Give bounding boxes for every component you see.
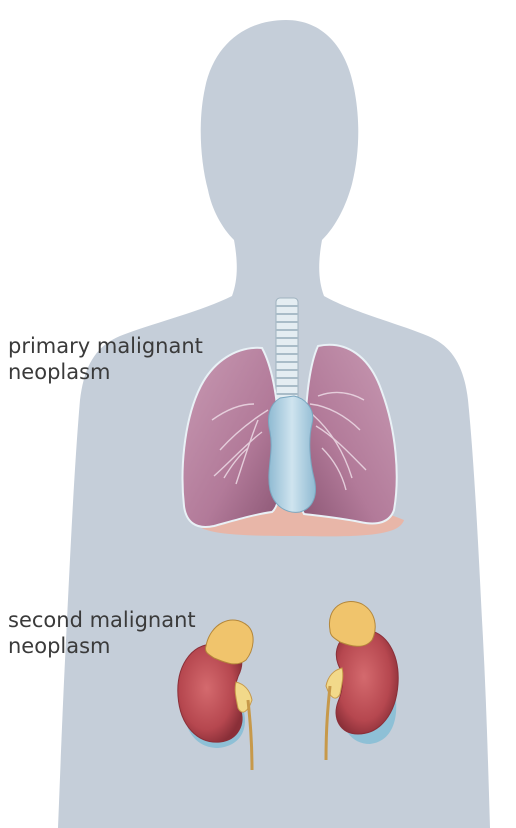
label-primary-line1: primary malignant [8, 333, 203, 359]
heart-vessels [268, 396, 315, 512]
trachea [276, 298, 298, 403]
label-primary-line2: neoplasm [8, 359, 203, 385]
label-second-line2: neoplasm [8, 633, 196, 659]
label-second-malignant-neoplasm: second malignant neoplasm [8, 607, 196, 659]
label-second-line1: second malignant [8, 607, 196, 633]
label-primary-malignant-neoplasm: primary malignant neoplasm [8, 333, 203, 385]
